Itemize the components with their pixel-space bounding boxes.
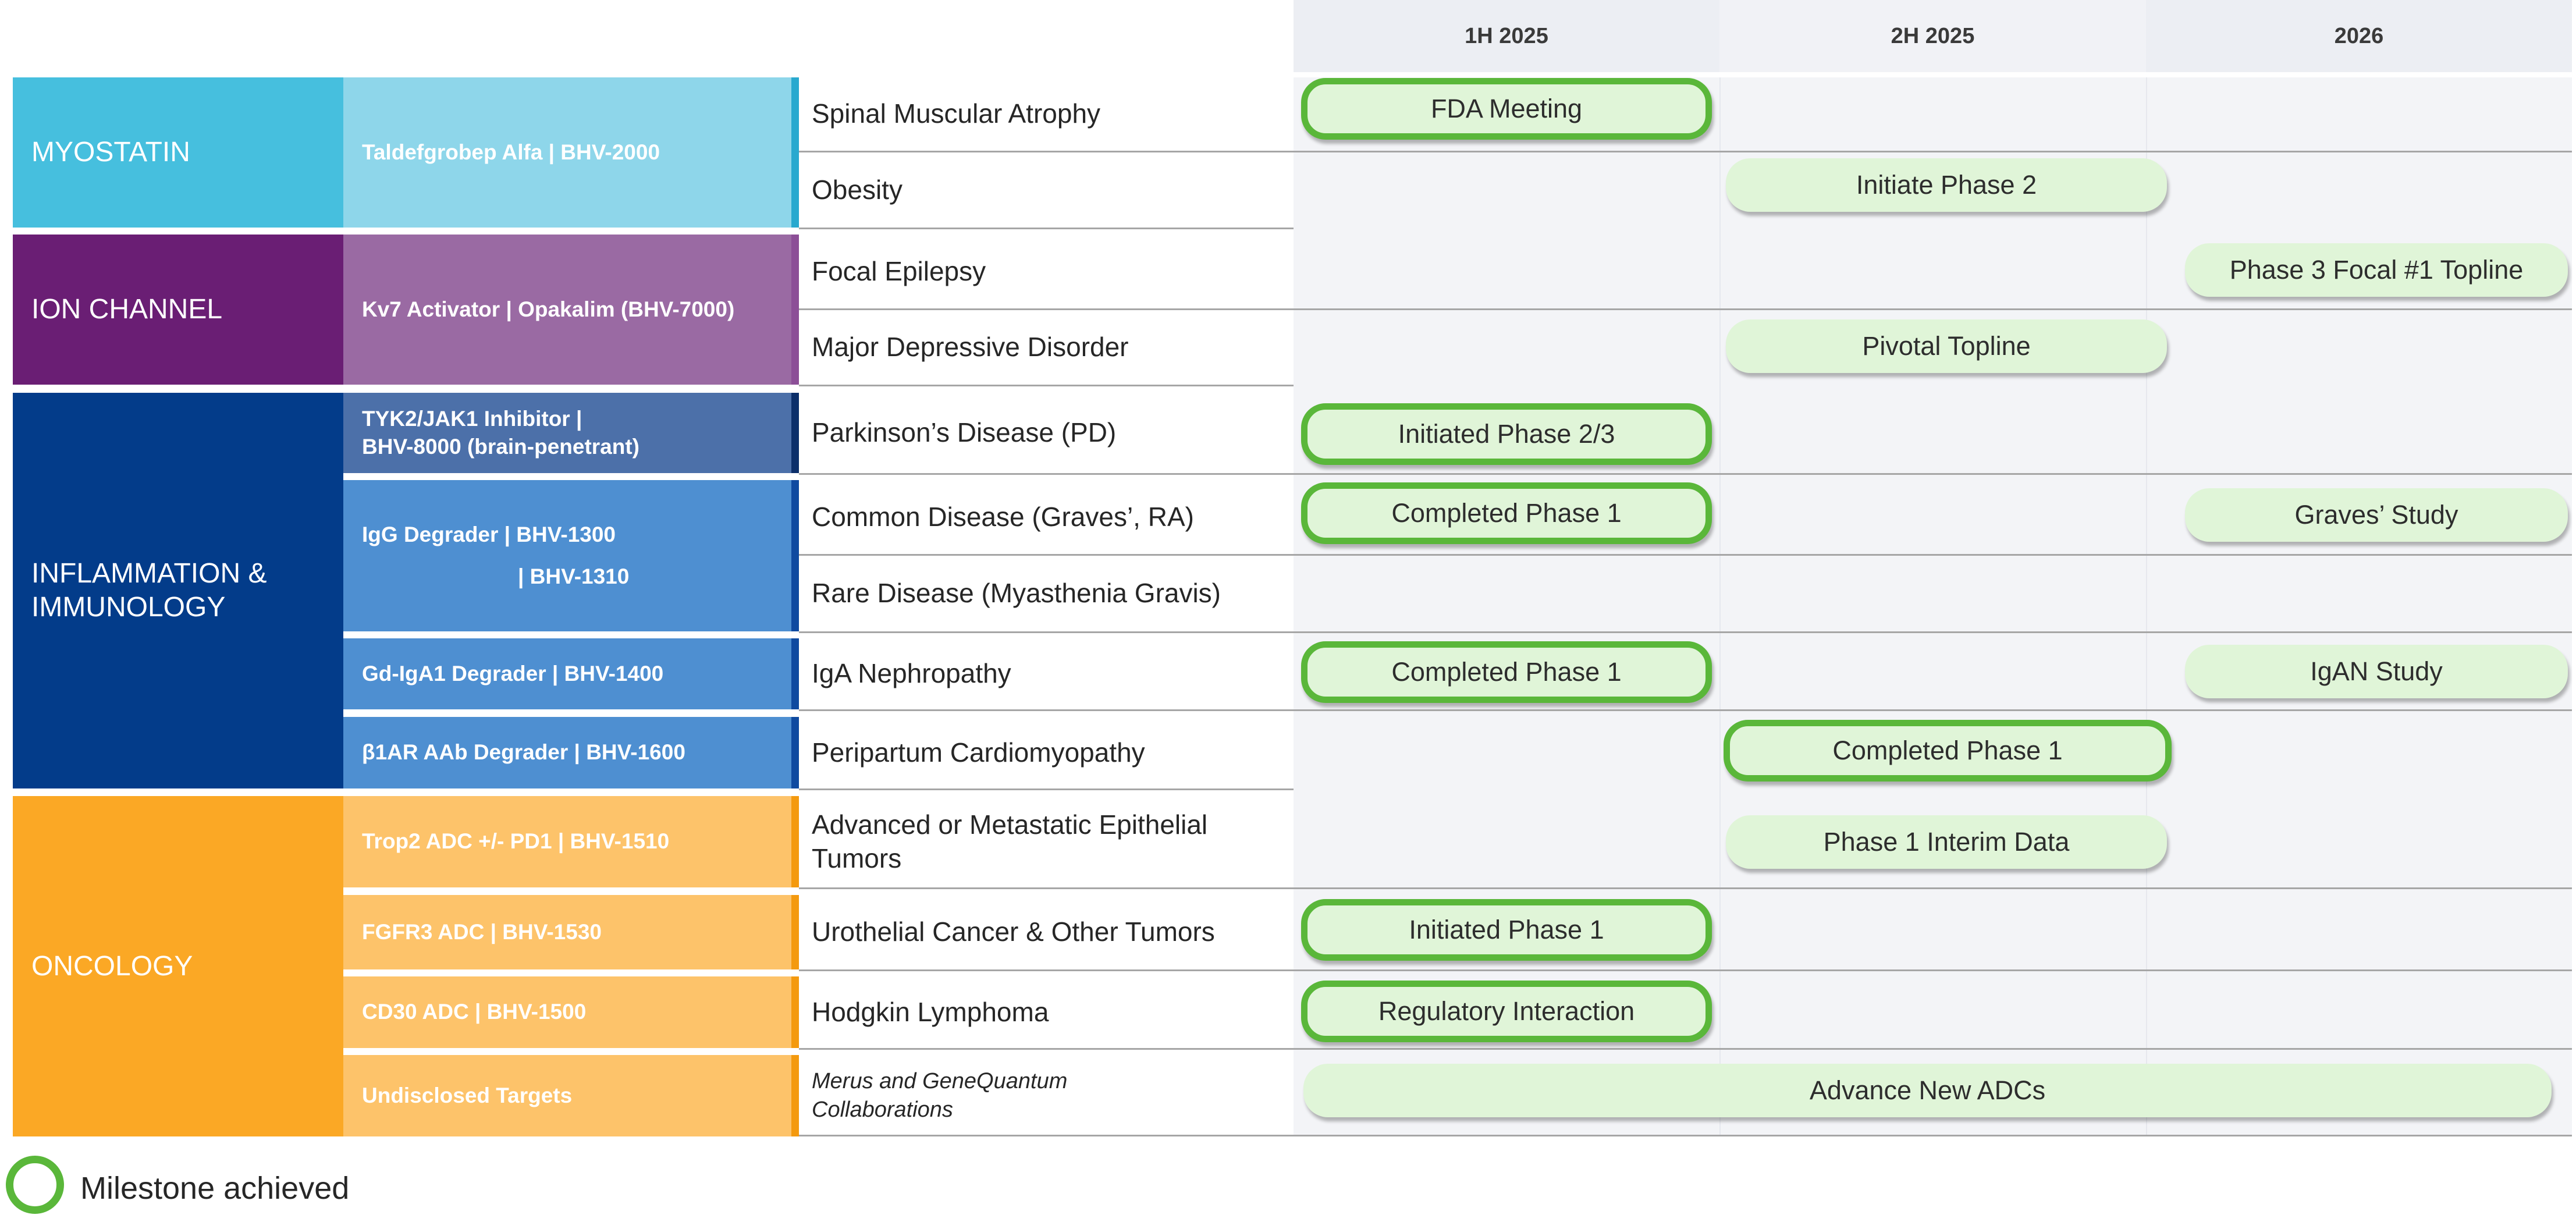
- indication-iga-nephropathy: IgA Nephropathy: [812, 658, 1011, 689]
- indication-parkinsons: Parkinson’s Disease (PD): [812, 417, 1117, 448]
- drug-bhv-1500-label: CD30 ADC | BHV-1500: [362, 1000, 587, 1024]
- column-band-2h-2025: [1719, 0, 2146, 72]
- timeline-col-divider-b: [2146, 77, 2147, 1136]
- accent-bhv-1500: [791, 976, 799, 1048]
- milestone-fda-meeting: FDA Meeting: [1301, 78, 1712, 140]
- row-divider: [799, 473, 2572, 475]
- milestone-igan-study: IgAN Study: [2185, 645, 2568, 698]
- milestone-pivotal-topline: Pivotal Topline: [1726, 319, 2167, 373]
- column-band-2026: [2146, 0, 2572, 72]
- legend-achieved-ring-icon: [6, 1156, 64, 1214]
- drug-bhv-1300: IgG Degrader | BHV-1300 | BHV-1310: [343, 480, 791, 631]
- row-divider: [799, 709, 2572, 711]
- row-divider: [799, 969, 2572, 971]
- drug-bhv-1530: FGFR3 ADC | BHV-1530: [343, 895, 791, 969]
- category-ion-channel: ION CHANNEL: [13, 235, 343, 385]
- accent-bhv-1400: [791, 638, 799, 709]
- indication-obesity: Obesity: [812, 174, 903, 205]
- drug-bhv-1510-label: Trop2 ADC +/- PD1 | BHV-1510: [362, 829, 670, 854]
- milestone-regulatory-interaction: Regulatory Interaction: [1301, 981, 1712, 1042]
- drug-undisclosed: Undisclosed Targets: [343, 1055, 791, 1136]
- drug-bhv-1500: CD30 ADC | BHV-1500: [343, 976, 791, 1048]
- column-header-2h-2025: 2H 2025: [1891, 24, 1975, 48]
- row-divider: [799, 1135, 2572, 1136]
- drug-bhv-1600-label: β1AR AAb Degrader | BHV-1600: [362, 740, 685, 765]
- drug-bhv-8000-label-2: BHV-8000 (brain-penetrant): [362, 435, 639, 459]
- row-divider: [799, 631, 2572, 633]
- drug-bhv-1400-label: Gd-IgA1 Degrader | BHV-1400: [362, 661, 664, 685]
- drug-bhv-8000: TYK2/JAK1 Inhibitor | BHV-8000 (brain-pen…: [343, 393, 791, 473]
- row-divider: [799, 788, 1294, 790]
- milestone-phase-3-focal-topline: Phase 3 Focal #1 Topline: [2185, 243, 2568, 297]
- column-header-1h-2025: 1H 2025: [1465, 24, 1548, 48]
- drug-undisclosed-label: Undisclosed Targets: [362, 1083, 573, 1107]
- row-divider: [799, 151, 2572, 152]
- drug-bhv-7000-label: Kv7 Activator | Opakalim (BHV-7000): [362, 297, 735, 321]
- accent-bhv-1510: [791, 796, 799, 887]
- indication-focal-epilepsy: Focal Epilepsy: [812, 255, 986, 286]
- milestone-graves-study: Graves’ Study: [2185, 488, 2568, 542]
- drug-bhv-1510: Trop2 ADC +/- PD1 | BHV-1510: [343, 796, 791, 887]
- indication-peripartum: Peripartum Cardiomyopathy: [812, 737, 1145, 768]
- indication-hodgkin: Hodgkin Lymphoma: [812, 996, 1049, 1027]
- timeline-col-divider-a: [1719, 77, 1721, 1136]
- accent-ion: [791, 235, 799, 385]
- drug-bhv-1530-label: FGFR3 ADC | BHV-1530: [362, 919, 602, 944]
- indication-urothelial: Urothelial Cancer & Other Tumors: [812, 917, 1215, 947]
- drug-bhv-7000: Kv7 Activator | Opakalim (BHV-7000): [343, 235, 791, 385]
- drug-bhv-1400: Gd-IgA1 Degrader | BHV-1400: [343, 638, 791, 709]
- row-divider: [799, 385, 1294, 386]
- category-myostatin: MYOSTATIN: [13, 77, 343, 228]
- column-band-1h-2025: [1294, 0, 1719, 72]
- milestone-initiated-phase-1: Initiated Phase 1: [1301, 899, 1712, 961]
- milestone-initiated-phase-2-3: Initiated Phase 2/3: [1301, 403, 1712, 465]
- timeline-area: [1294, 77, 2572, 1136]
- milestone-completed-phase-1-bhv-1600: Completed Phase 1: [1724, 720, 2172, 782]
- milestone-initiate-phase-2: Initiate Phase 2: [1726, 158, 2167, 212]
- row-divider: [799, 554, 2572, 556]
- drug-bhv-1600: β1AR AAb Degrader | BHV-1600: [343, 717, 791, 788]
- indication-mdd: Major Depressive Disorder: [812, 332, 1129, 363]
- row-divider: [799, 1048, 2572, 1050]
- milestone-completed-phase-1-bhv-1300: Completed Phase 1: [1301, 482, 1712, 544]
- drug-bhv-8000-label-1: TYK2/JAK1 Inhibitor |: [362, 406, 582, 431]
- row-divider: [799, 308, 2572, 310]
- accent-bhv-1600: [791, 717, 799, 788]
- accent-undisclosed: [791, 1055, 799, 1136]
- accent-bhv-8000: [791, 393, 799, 473]
- indication-rare-disease: Rare Disease (Myasthenia Gravis): [812, 578, 1221, 609]
- indication-sma: Spinal Muscular Atrophy: [812, 98, 1101, 129]
- accent-bhv-1300: [791, 480, 799, 631]
- column-header-2026: 2026: [2334, 24, 2384, 48]
- drug-bhv-1300-label-1: IgG Degrader | BHV-1300: [362, 522, 616, 546]
- drug-bhv-2000-label: Taldefgrobep Alfa | BHV-2000: [362, 140, 660, 164]
- row-divider: [799, 228, 1294, 229]
- accent-bhv-1530: [791, 895, 799, 969]
- row-divider: [799, 887, 2572, 889]
- category-oncology: ONCOLOGY: [13, 796, 343, 1136]
- drug-bhv-1300-label-2: | BHV-1310: [518, 564, 630, 588]
- milestone-phase-1-interim-data: Phase 1 Interim Data: [1726, 815, 2167, 869]
- indication-collaborations: Merus and GeneQuantum Collaborations: [812, 1068, 1068, 1122]
- indication-epithelial-tumors: Advanced or Metastatic Epithelial Tumors: [812, 809, 1208, 873]
- legend-label: Milestone achieved: [80, 1171, 350, 1206]
- category-inflammation-immunology: INFLAMMATION & IMMUNOLOGY: [13, 393, 343, 788]
- milestone-completed-phase-1-bhv-1400: Completed Phase 1: [1301, 641, 1712, 703]
- milestone-advance-new-adcs: Advance New ADCs: [1303, 1064, 2552, 1117]
- indication-common-disease: Common Disease (Graves’, RA): [812, 501, 1194, 532]
- drug-bhv-2000: Taldefgrobep Alfa | BHV-2000: [343, 77, 791, 228]
- accent-myostatin: [791, 77, 799, 228]
